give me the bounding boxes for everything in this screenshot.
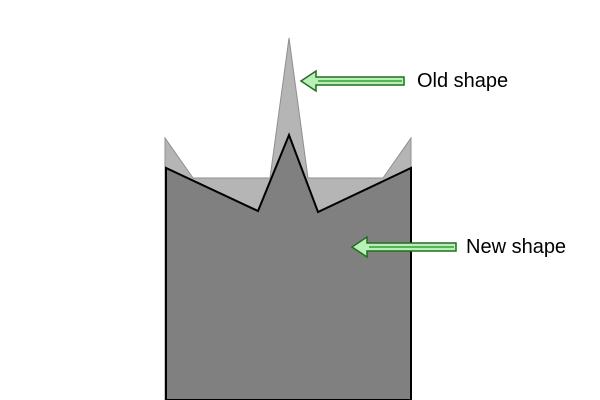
- new-shape: [165, 132, 412, 400]
- new-shape-arrow-icon: [350, 235, 457, 259]
- old-shape-arrow-icon: [299, 69, 405, 93]
- new-shape-label: New shape: [466, 236, 567, 258]
- old-shape-label: Old shape: [417, 70, 509, 92]
